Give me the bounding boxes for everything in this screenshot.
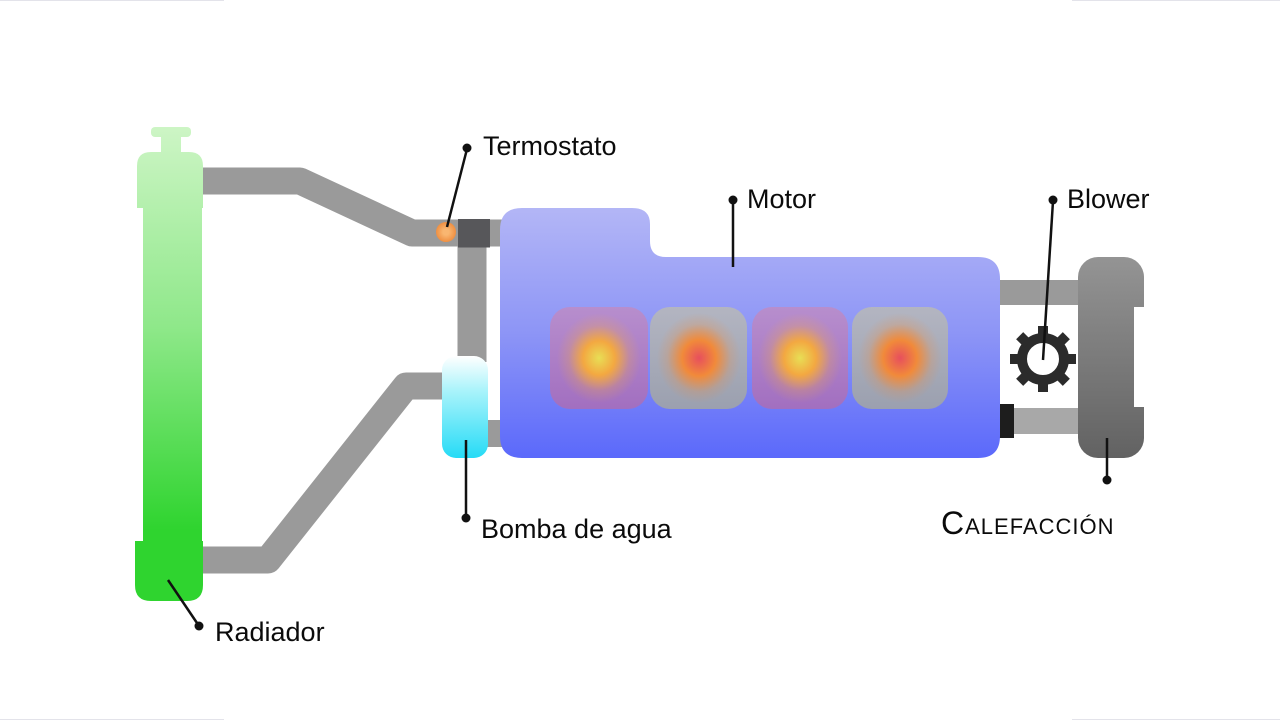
heater-hose-bottom xyxy=(1010,408,1080,434)
radiator-shoulder xyxy=(137,152,203,208)
leader-dots xyxy=(194,143,1112,631)
heater-hose-connector xyxy=(998,404,1014,438)
leader-thermostat xyxy=(445,148,469,228)
leader-lines xyxy=(166,148,1109,624)
frame-edge-top-left xyxy=(0,0,224,1)
radiator-cap-neck xyxy=(161,131,181,156)
pump-outlet-stub xyxy=(484,420,502,447)
label-engine: Motor xyxy=(747,184,817,214)
cylinder-2-combustion-glow xyxy=(657,313,741,403)
heater-hose-top xyxy=(1000,280,1080,305)
cylinder-3-combustion-glow xyxy=(758,313,842,403)
water-pump xyxy=(442,356,488,458)
leader-blower xyxy=(1041,200,1055,361)
engine-cylinders xyxy=(550,307,948,409)
upper-radiator-hose xyxy=(200,167,502,247)
heater-core-notch xyxy=(1134,307,1145,407)
label-radiator: Radiador xyxy=(215,617,325,647)
heater-core xyxy=(1078,257,1145,458)
blower-gear-icon xyxy=(1010,326,1076,392)
lower-radiator-hose xyxy=(200,372,446,574)
label-blower: Blower xyxy=(1067,184,1150,214)
radiator xyxy=(135,127,203,601)
label-thermostat: Termostato xyxy=(483,131,617,161)
cylinder-1-combustion-glow xyxy=(557,313,641,403)
label-heater: Calefacción xyxy=(941,505,1115,541)
radiator-foot xyxy=(135,541,203,601)
heater-core-body xyxy=(1078,257,1144,458)
cylinder-4-combustion-glow xyxy=(858,313,942,403)
frame-edge-top-right xyxy=(1072,0,1280,1)
radiator-body xyxy=(143,200,202,545)
thermostat-indicator-icon xyxy=(436,222,456,242)
label-water-pump: Bomba de agua xyxy=(481,514,672,544)
leader-radiator xyxy=(166,579,199,624)
thermostat-housing xyxy=(458,219,490,248)
